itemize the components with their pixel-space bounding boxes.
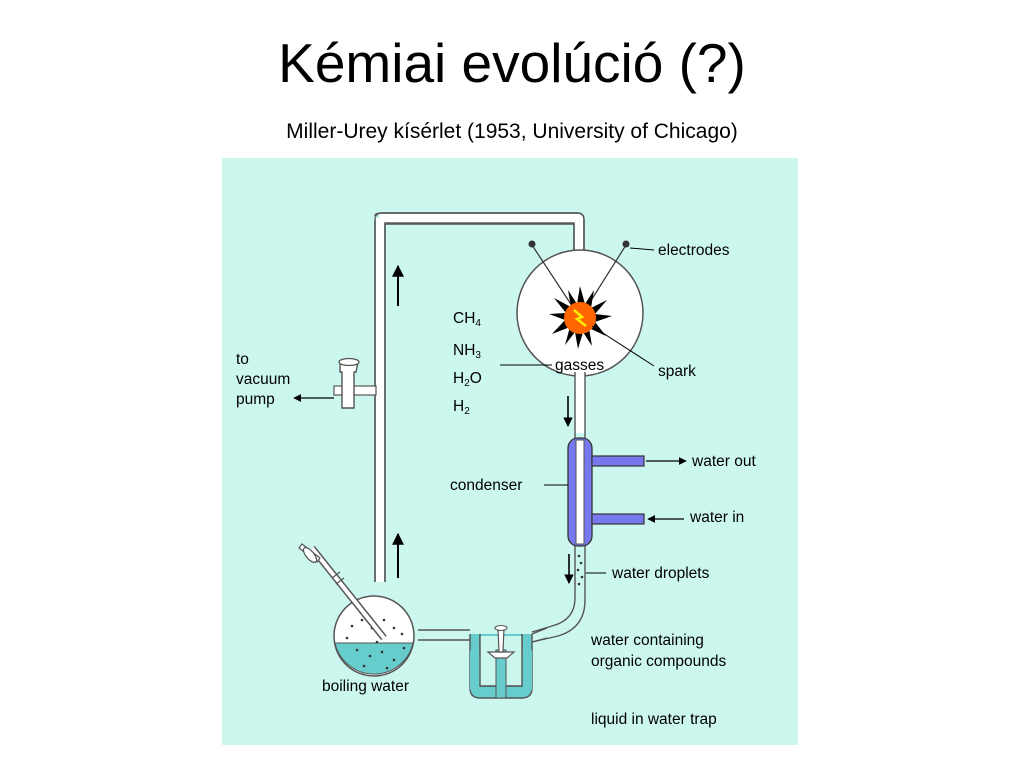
label-organic-compounds: organic compounds	[591, 653, 727, 670]
vacuum-tube	[333, 385, 377, 396]
formula-nh3: NH3	[453, 342, 481, 361]
stopcock	[339, 361, 359, 409]
label-gasses: gasses	[555, 357, 605, 374]
formula-h2: H2	[453, 398, 470, 417]
water-droplets	[576, 554, 584, 586]
slide-subtitle: Miller-Urey kísérlet (1953, University o…	[286, 120, 738, 143]
miller-urey-diagram: electrodes spark gasses condenser water …	[222, 158, 798, 745]
label-pump: pump	[236, 391, 275, 408]
slide-title: Kémiai evolúció (?)	[278, 32, 746, 94]
label-liquid-in-trap: liquid in water trap	[591, 711, 717, 728]
electrode-left	[528, 240, 536, 248]
trap-stopcock	[486, 651, 516, 659]
label-water-containing: water containing	[591, 632, 704, 649]
label-water-in: water in	[690, 509, 745, 526]
label-water-out: water out	[692, 453, 756, 470]
label-spark: spark	[658, 363, 696, 380]
label-condenser: condenser	[450, 477, 523, 494]
apparatus-drawing	[293, 212, 687, 699]
water-in-pipe	[591, 513, 645, 525]
electrode-right	[622, 240, 630, 248]
droplet-tube	[531, 546, 586, 643]
label-vacuum: vacuum	[236, 371, 291, 388]
label-to: to	[236, 351, 249, 368]
label-water-droplets: water droplets	[612, 565, 710, 582]
label-electrodes: electrodes	[658, 242, 730, 259]
formula-ch4: CH4	[453, 310, 481, 329]
spark-burst	[549, 286, 612, 349]
label-boiling-water: boiling water	[322, 678, 410, 695]
formula-h2o: H2O	[453, 370, 482, 389]
water-out-pipe	[591, 455, 645, 467]
